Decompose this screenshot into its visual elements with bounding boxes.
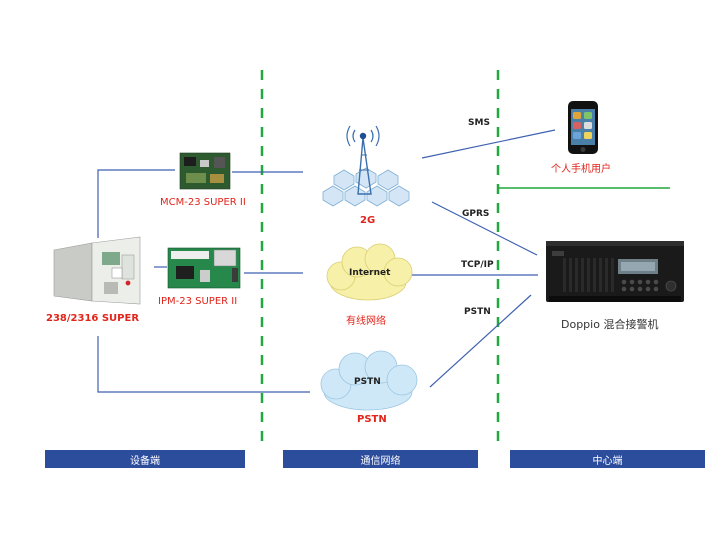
receiver-label: Doppio 混合接警机	[561, 318, 659, 331]
link-panel-mcm	[97, 169, 175, 238]
smartphone-icon	[568, 101, 598, 154]
phone-user-label: 个人手机用户	[551, 164, 611, 175]
mcm-label: MCM-23 SUPER II	[160, 197, 246, 208]
pstn-label: PSTN	[357, 414, 387, 425]
zone-device-bar: 设备端	[45, 450, 245, 468]
circuit-board-icon	[167, 247, 241, 289]
ipm-label: IPM-23 SUPER II	[158, 296, 238, 307]
internet-cloud-icon	[326, 243, 413, 301]
link-label-sms: SMS	[468, 118, 490, 128]
zone-center-bar: 中心端	[510, 450, 705, 468]
circuit-board-icon	[179, 152, 231, 190]
alarm-panel-icon	[53, 236, 141, 305]
link-label-gprs: GPRS	[462, 209, 490, 219]
alarm-receiver-icon	[546, 241, 684, 302]
link-label-pstn: PSTN	[464, 307, 491, 317]
panel-label: 238/2316 SUPER	[46, 313, 140, 324]
cell-tower-icon	[322, 125, 410, 207]
internet-cloud-text: Internet	[349, 268, 391, 278]
link-label-tcpip: TCP/IP	[461, 260, 494, 270]
zone-network-bar: 通信网络	[283, 450, 478, 468]
link-pstn-center	[429, 294, 532, 388]
link-sms	[421, 129, 556, 159]
internet-label: 有线网络	[346, 316, 386, 327]
link-panel-pstn	[97, 336, 310, 393]
pstn-cloud-text: PSTN	[354, 377, 381, 387]
link-gprs	[431, 201, 538, 256]
pstn-cloud-icon	[320, 350, 418, 411]
g2-label: 2G	[360, 215, 376, 226]
